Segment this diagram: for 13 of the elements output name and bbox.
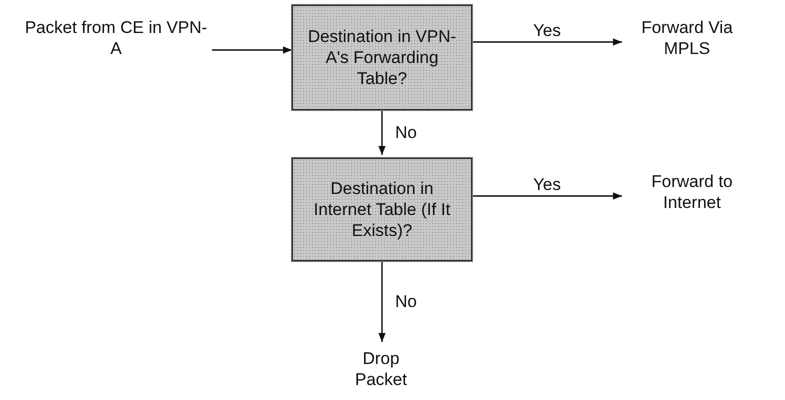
decision-box [292, 158, 472, 261]
arrow [472, 38, 622, 46]
arrow [378, 261, 386, 342]
outcome-text: Forward to Internet [650, 170, 734, 214]
decision-box [292, 5, 472, 110]
arrow [378, 110, 386, 155]
arrow [472, 192, 622, 200]
outcome-text: Forward Via MPLS [640, 16, 734, 60]
box-text: Destination in Internet Table (If It Exists)? [312, 178, 452, 242]
box-text: Destination in VPN-A's Forwarding Table? [306, 26, 458, 90]
outcome-text: Drop Packet [354, 348, 408, 390]
arrow [212, 46, 292, 54]
outcome-text: Packet from CE in VPN-A [24, 16, 208, 60]
